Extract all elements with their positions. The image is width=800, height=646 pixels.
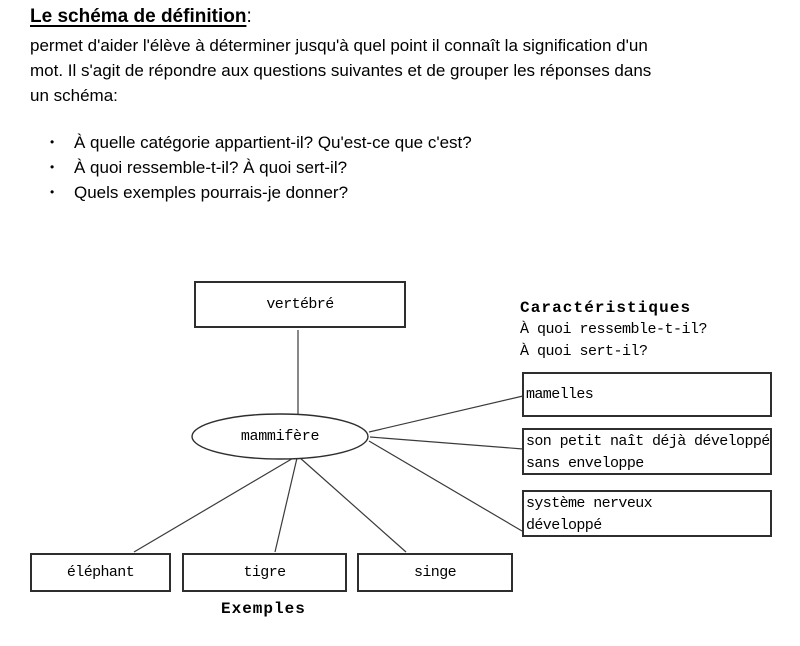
bullet-item: • À quelle catégorie appartient-il? Qu'e… — [50, 130, 472, 155]
concept-node-label: mammifère — [240, 428, 320, 445]
intro-line-2: mot. Il s'agit de répondre aux questions… — [30, 61, 652, 80]
page-title-colon: : — [246, 6, 252, 27]
connector-concept-to-tigre — [274, 457, 298, 553]
bullet-item: • Quels exemples pourrais-je donner? — [50, 180, 472, 205]
characteristic-box-text-line-1: son petit naît déjà développé — [526, 433, 770, 450]
connector-concept-to-mamelles — [368, 395, 524, 433]
characteristics-block: Caractéristiques À quoi ressemble-t-il? … — [520, 297, 708, 363]
bullet-dot-icon: • — [50, 135, 55, 149]
page-title-text: Le schéma de définition — [30, 6, 247, 27]
examples-caption: Exemples — [221, 600, 306, 618]
connector-concept-to-singe — [298, 456, 407, 553]
characteristic-box-text-line-1: système nerveux — [526, 495, 653, 512]
bullet-dot-icon: • — [50, 160, 55, 174]
example-box-elephant: éléphant — [30, 553, 171, 592]
bullet-dot-icon: • — [50, 185, 55, 199]
intro-line-3: un schéma: — [30, 86, 118, 105]
characteristics-heading: Caractéristiques — [520, 299, 692, 317]
example-box-label: singe — [413, 564, 457, 581]
characteristics-question-2: À quoi sert-il? — [520, 343, 648, 360]
example-box-label: éléphant — [66, 564, 135, 581]
characteristics-question-1: À quoi ressemble-t-il? — [520, 321, 708, 338]
bullet-item-text: À quelle catégorie appartient-il? Qu'est… — [74, 133, 472, 152]
page-title: Le schéma de définition: — [30, 6, 252, 28]
example-box-label: tigre — [243, 564, 286, 581]
example-box-singe: singe — [357, 553, 513, 592]
characteristic-box-petit: son petit naît déjà développé sans envel… — [522, 428, 772, 475]
characteristic-box-text: mamelles — [526, 385, 594, 403]
characteristic-box-text-line-2: sans enveloppe — [526, 455, 644, 472]
intro-paragraph: permet d'aider l'élève à déterminer jusq… — [30, 33, 651, 108]
example-box-tigre: tigre — [182, 553, 347, 592]
characteristic-box-systeme-nerveux: système nerveux développé — [522, 490, 772, 537]
question-bullet-list: • À quelle catégorie appartient-il? Qu'e… — [50, 130, 472, 205]
connector-concept-to-petit — [369, 436, 524, 450]
bullet-item-text: À quoi ressemble-t-il? À quoi sert-il? — [74, 158, 348, 177]
characteristic-box-text-line-2: développé — [526, 517, 602, 534]
characteristic-box-mamelles: mamelles — [522, 372, 772, 417]
concept-node: mammifère — [192, 414, 368, 459]
category-box-label: vertébré — [266, 296, 334, 313]
bullet-item: • À quoi ressemble-t-il? À quoi sert-il? — [50, 155, 472, 180]
category-box: vertébré — [194, 281, 406, 328]
bullet-item-text: Quels exemples pourrais-je donner? — [74, 183, 349, 202]
connector-concept-to-systeme — [368, 440, 523, 532]
intro-line-1: permet d'aider l'élève à déterminer jusq… — [30, 36, 648, 55]
connector-concept-to-elephant — [133, 456, 296, 553]
